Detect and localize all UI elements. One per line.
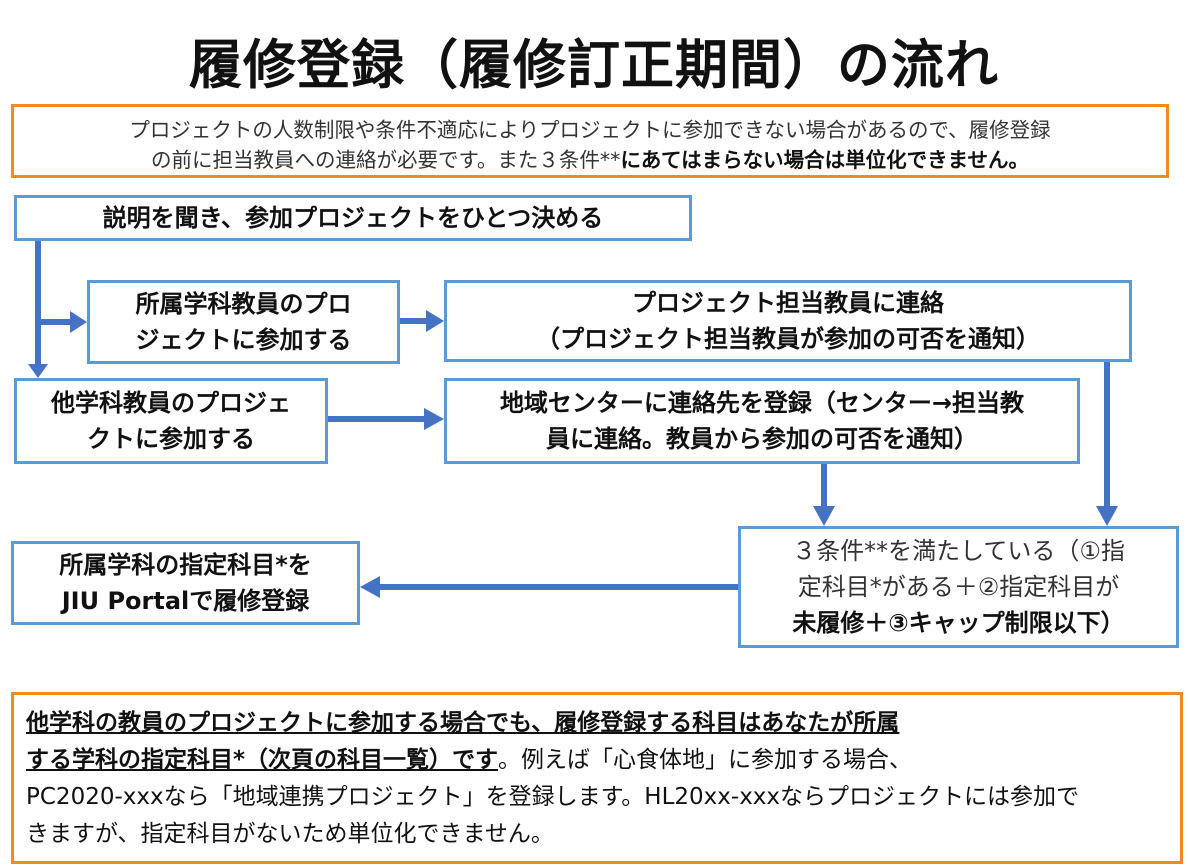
step-register-course: 所属学科の指定科目*を JIU Portalで履修登録 <box>11 541 360 625</box>
step-register-center-line-2: 員に連絡。教員から参加の可否を通知） <box>546 425 978 453</box>
notice-box: プロジェクトの人数制限や条件不適応によりプロジェクトに参加できない場合があるので… <box>11 104 1169 178</box>
bottom-note-line-4: きますが、指定科目がないため単位化できません。 <box>26 821 554 847</box>
arrow-contact-to-conditions <box>1096 362 1118 526</box>
bottom-note-line-2-text: 。例えば「心食体地」に参加する場合、 <box>498 747 913 773</box>
bottom-note-box: 他学科の教員のプロジェクトに参加する場合でも、履修登録する科目はあなたが所属 す… <box>11 692 1183 864</box>
bottom-note-line-2: する学科の指定科目*（次頁の科目一覧）です。例えば「心食体地」に参加する場合、 <box>26 742 1168 779</box>
step-contact-teacher-line-1: プロジェクト担当教員に連絡 <box>632 289 944 317</box>
notice-line-1: プロジェクトの人数制限や条件不適応によりプロジェクトに参加できない場合があるので… <box>129 118 1051 142</box>
step-register-course-line-2: JIU Portalで履修登録 <box>61 587 310 615</box>
step-decide-project-text: 説明を聞き、参加プロジェクトをひとつ決める <box>102 204 604 232</box>
step-register-center: 地域センターに連絡先を登録（センター→担当教 員に連絡。教員から参加の可否を通知… <box>444 378 1080 464</box>
arrow-center-to-conditions <box>813 464 835 526</box>
step-own-dept-line-1: 所属学科教員のプロ <box>135 290 352 318</box>
notice-line-2-bold: にあてはまらない場合は単位化できません。 <box>620 148 1030 172</box>
step-other-dept-line-1: 他学科教員のプロジェ <box>51 389 291 417</box>
step-conditions-line-1: ３条件**を満たしている（①指 <box>792 537 1125 565</box>
arrow-other-to-center <box>328 408 444 430</box>
bottom-note-line-1: 他学科の教員のプロジェクトに参加する場合でも、履修登録する科目はあなたが所属 <box>26 710 900 736</box>
arrow-decide-to-branches <box>28 241 87 378</box>
step-decide-project: 説明を聞き、参加プロジェクトをひとつ決める <box>14 195 692 241</box>
step-register-course-line-1: 所属学科の指定科目*を <box>59 551 312 579</box>
step-conditions-line-2: 定科目*がある＋②指定科目が <box>797 573 1120 601</box>
step-register-center-line-1: 地域センターに連絡先を登録（センター→担当教 <box>499 389 1025 417</box>
page-title: 履修登録（履修訂正期間）の流れ <box>189 35 999 96</box>
notice-line-2: の前に担当教員への連絡が必要です。また３条件**にあてはまらない場合は単位化でき… <box>26 145 1154 175</box>
arrow-conditions-to-register <box>360 576 738 598</box>
notice-line-2-text: の前に担当教員への連絡が必要です。また３条件** <box>150 148 621 172</box>
step-contact-teacher-line-2: （プロジェクト担当教員が参加の可否を通知） <box>536 325 1040 353</box>
bottom-note-line-3: PC2020-xxxなら「地域連携プロジェクト」を登録します。HL20xx-xx… <box>26 784 1080 810</box>
bottom-note-line-2-bold: する学科の指定科目*（次頁の科目一覧）です <box>26 747 499 773</box>
step-own-dept-project: 所属学科教員のプロ ジェクトに参加する <box>87 280 400 364</box>
step-contact-teacher: プロジェクト担当教員に連絡 （プロジェクト担当教員が参加の可否を通知） <box>444 280 1132 362</box>
step-other-dept-project: 他学科教員のプロジェ クトに参加する <box>14 378 328 464</box>
step-three-conditions: ３条件**を満たしている（①指 定科目*がある＋②指定科目が 未履修＋③キャップ… <box>738 526 1179 648</box>
arrow-own-to-contact <box>400 310 444 332</box>
step-conditions-line-3: 未履修＋③キャップ制限以下） <box>792 609 1125 637</box>
step-own-dept-line-2: ジェクトに参加する <box>135 326 352 354</box>
step-other-dept-line-2: クトに参加する <box>87 425 255 453</box>
